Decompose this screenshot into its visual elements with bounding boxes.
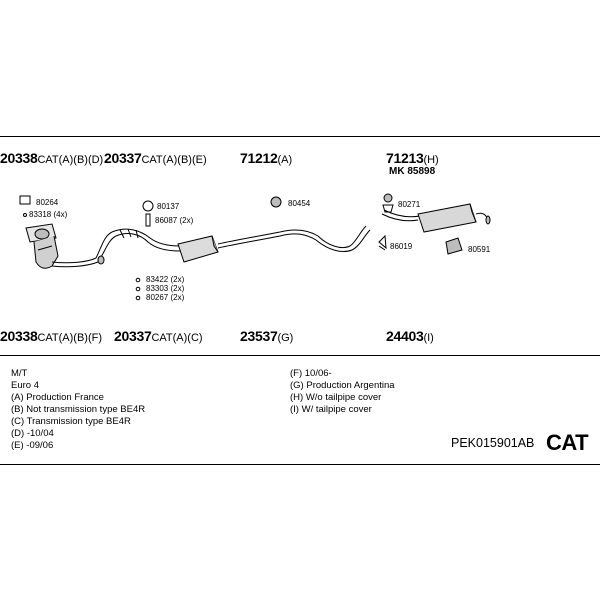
bolt-83318-icon bbox=[23, 213, 27, 217]
frame-bottom-line bbox=[0, 464, 600, 465]
part-number: 20337 bbox=[114, 328, 152, 344]
note-line: (A) Production France bbox=[11, 392, 104, 403]
note-line: (D) -10/04 bbox=[11, 428, 54, 439]
label-86019: 86019 bbox=[390, 242, 413, 251]
notes-left: M/T Euro 4 (A) Production France (B) Not… bbox=[11, 368, 145, 452]
part-number: 20338 bbox=[0, 328, 38, 344]
part-suffix: (I) bbox=[423, 332, 434, 344]
gasket-80271-icon bbox=[383, 193, 393, 203]
note-line: (C) Transmission type BE4R bbox=[11, 416, 131, 427]
bottom-part-4[interactable]: 24403(I) bbox=[386, 328, 434, 344]
part-suffix: (G) bbox=[277, 332, 294, 344]
mount-80454-icon bbox=[270, 196, 282, 208]
exhaust-diagram bbox=[19, 193, 491, 301]
top-part-2[interactable]: 20337CAT(A)(B)(E) bbox=[104, 150, 207, 166]
catalytic-converter-icon bbox=[25, 223, 117, 269]
washer-80267-icon bbox=[135, 295, 141, 301]
part-suffix: CAT(A)(B)(E) bbox=[141, 154, 207, 166]
bottom-part-3[interactable]: 23537(G) bbox=[240, 328, 293, 344]
front-pipe-icon bbox=[111, 228, 181, 252]
label-83422: 83422 (2x) bbox=[146, 275, 185, 284]
part-suffix: (H) bbox=[423, 154, 439, 166]
clamp-80264-icon bbox=[19, 195, 31, 205]
label-80591: 80591 bbox=[468, 245, 491, 254]
label-80267: 80267 (2x) bbox=[146, 293, 185, 302]
note-line: (G) Production Argentina bbox=[290, 380, 395, 391]
clamp-86019-icon bbox=[378, 234, 387, 251]
category-label: CAT bbox=[546, 430, 589, 455]
part-suffix: (A) bbox=[277, 154, 293, 166]
top-part-3[interactable]: 71212(A) bbox=[240, 150, 292, 166]
mount-80591-icon bbox=[445, 237, 463, 255]
label-80454: 80454 bbox=[288, 199, 311, 208]
label-83318: 83318 (4x) bbox=[29, 210, 68, 219]
top-part-1[interactable]: 20338CAT(A)(B)(D) bbox=[0, 150, 103, 166]
part-number: 24403 bbox=[386, 328, 424, 344]
note-line: M/T bbox=[11, 368, 28, 379]
label-80271: 80271 bbox=[398, 200, 421, 209]
note-line: (I) W/ tailpipe cover bbox=[290, 404, 372, 415]
part-suffix: CAT(A)(B)(F) bbox=[37, 332, 102, 344]
note-line: (H) W/o tailpipe cover bbox=[290, 392, 382, 403]
label-80137: 80137 bbox=[157, 202, 180, 211]
part-suffix: CAT(A)(B)(D) bbox=[37, 154, 104, 166]
notes-right: (F) 10/06- (G) Production Argentina (H) … bbox=[290, 368, 395, 416]
note-line: Euro 4 bbox=[11, 380, 39, 391]
top-sub-label: MK 85898 bbox=[389, 166, 436, 177]
label-86087: 86087 (2x) bbox=[155, 216, 194, 225]
part-number: 20338 bbox=[0, 150, 38, 166]
top-part-4[interactable]: 71213(H) bbox=[386, 150, 439, 166]
bolt-83303-icon bbox=[135, 286, 141, 292]
frame-top-line bbox=[0, 136, 600, 137]
bottom-part-1[interactable]: 20338CAT(A)(B)(F) bbox=[0, 328, 102, 344]
part-number: 20337 bbox=[104, 150, 142, 166]
label-83303: 83303 (2x) bbox=[146, 284, 185, 293]
note-line: (B) Not transmission type BE4R bbox=[11, 404, 146, 415]
note-line: (E) -09/06 bbox=[11, 440, 54, 451]
frame-middle-line bbox=[0, 355, 600, 356]
bottom-part-2[interactable]: 20337CAT(A)(C) bbox=[114, 328, 203, 344]
part-number: 71213 bbox=[386, 150, 424, 166]
middle-silencer-icon bbox=[177, 225, 371, 263]
gasket-80137-icon bbox=[142, 200, 154, 212]
label-80264: 80264 bbox=[36, 198, 59, 207]
part-number: 71212 bbox=[240, 150, 278, 166]
clamp-80271-icon bbox=[382, 204, 394, 213]
note-line: (F) 10/06- bbox=[290, 368, 332, 379]
system-code: PEK015901AB bbox=[451, 436, 535, 450]
part-number: 23537 bbox=[240, 328, 278, 344]
part-suffix: CAT(A)(C) bbox=[151, 332, 203, 344]
nut-83422-icon bbox=[135, 277, 141, 283]
rear-silencer-icon bbox=[381, 203, 491, 233]
spring-86087-icon bbox=[145, 213, 151, 227]
